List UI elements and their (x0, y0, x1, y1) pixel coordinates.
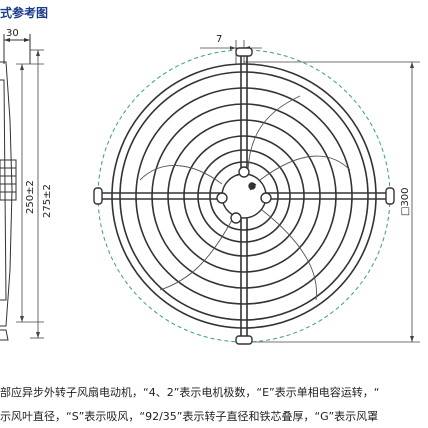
caption-line-1: 部应异步外转子风扇电动机，“4、2”表示电机极数，“E”表示单相电容运转，“ (0, 386, 380, 399)
guard-size-dimension (244, 61, 420, 343)
dimension-30: 30 (6, 28, 19, 39)
guard-rings (111, 63, 377, 329)
mounting-feet (93, 47, 395, 345)
figure-heading: 式参考图 (0, 6, 49, 20)
fan-blades (139, 95, 351, 301)
motor-hub (216, 166, 272, 224)
height-dimensions (16, 49, 44, 339)
dimension-7: 7 (216, 34, 222, 45)
dimension-300: □300 (400, 187, 411, 216)
caption-line-2: 示风叶直径，“S”表示吸风，“92/35”表示转子直径和铁芯叠厚，“G”表示风罩 (0, 410, 379, 423)
side-view (0, 34, 31, 341)
dimension-275: 275±2 (42, 184, 53, 218)
dimension-250: 250±2 (25, 180, 36, 214)
